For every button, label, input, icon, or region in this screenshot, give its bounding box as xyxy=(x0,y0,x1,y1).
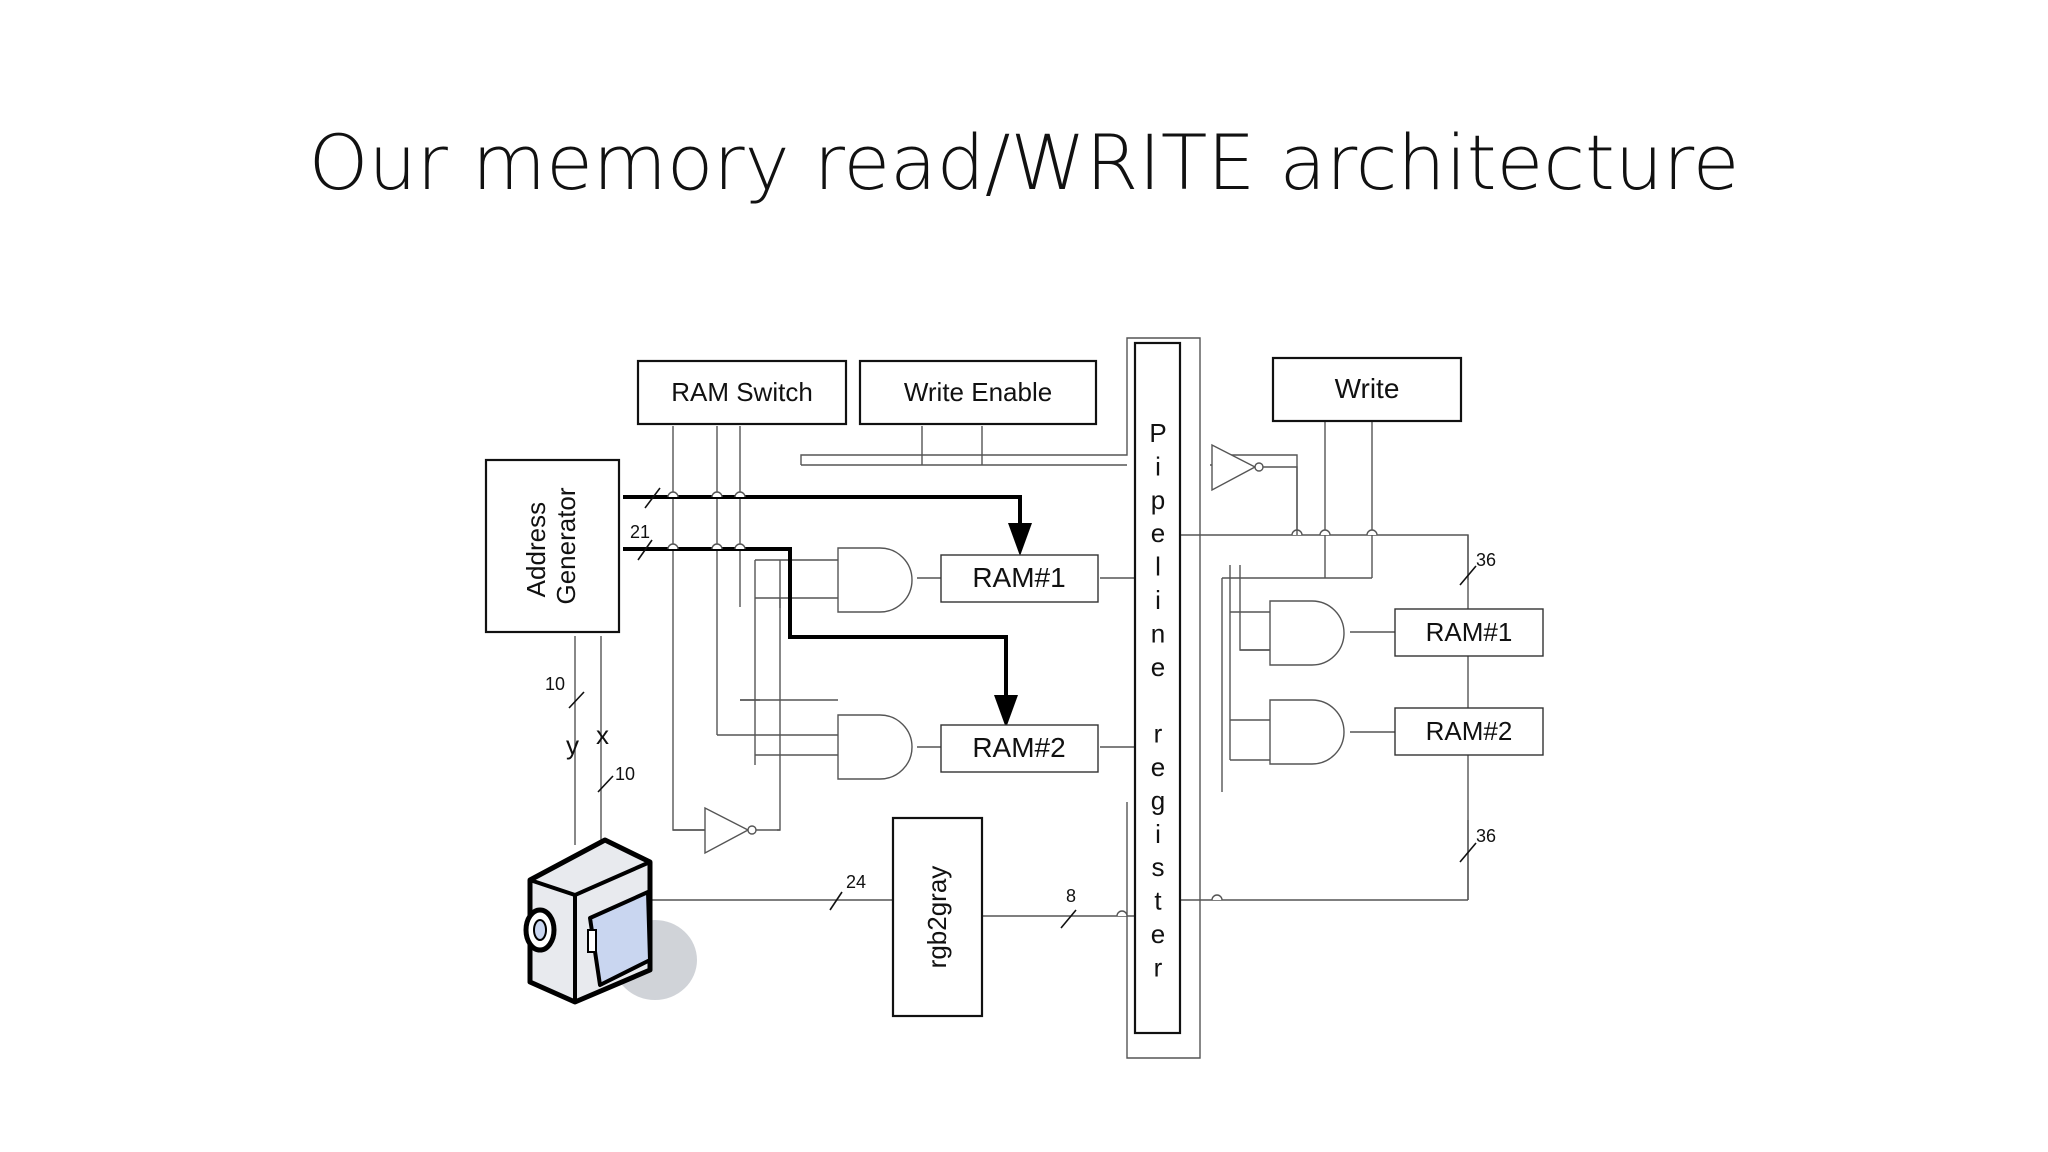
coord-label-x: x xyxy=(596,720,609,750)
and-gate-1 xyxy=(837,547,913,613)
and-gate-4 xyxy=(1269,699,1345,765)
and-gates xyxy=(837,547,1345,780)
write-block: Write xyxy=(1271,356,1463,423)
inverter-bottom xyxy=(704,806,750,855)
write-enable-block: Write Enable xyxy=(858,359,1098,426)
ram2-left-label: RAM#2 xyxy=(972,732,1065,763)
svg-text:Address Generator: Address Generator xyxy=(521,487,581,604)
pipeline-letter: e xyxy=(1151,518,1165,548)
pipeline-letter: n xyxy=(1151,618,1165,648)
rgb2gray-label: rgb2gray xyxy=(922,866,952,969)
ram2-right: RAM#2 xyxy=(1394,707,1544,756)
address-buses xyxy=(623,495,1032,728)
pipeline-letter: r xyxy=(1154,952,1163,982)
pipeline-letter: e xyxy=(1151,919,1165,949)
pipeline-letter: i xyxy=(1155,819,1161,849)
ram1-right-label: RAM#1 xyxy=(1426,617,1513,647)
wire-hops xyxy=(667,491,1378,917)
bus-markers xyxy=(568,487,1477,929)
address-generator-block: Address Generator xyxy=(484,458,621,634)
camera-icon xyxy=(523,837,697,1005)
control-wires xyxy=(574,337,1542,1059)
write-label: Write xyxy=(1335,373,1400,404)
pipeline-letter: l xyxy=(1155,552,1161,582)
ram2-left: RAM#2 xyxy=(940,724,1099,773)
bus-width-data-bottom: 36 xyxy=(1476,826,1496,846)
ram1-left-label: RAM#1 xyxy=(972,562,1065,593)
bus-width-y: 10 xyxy=(545,674,565,694)
pipeline-letter: t xyxy=(1154,886,1162,916)
bus-width-addr: 21 xyxy=(630,522,650,542)
pipeline-letter: r xyxy=(1154,719,1163,749)
bus-width-x: 10 xyxy=(615,764,635,784)
coord-label-y: y xyxy=(566,730,579,760)
pipeline-letter: e xyxy=(1151,752,1165,782)
bus-width-gray: 8 xyxy=(1066,886,1076,906)
pipeline-letter: P xyxy=(1149,418,1166,448)
pipeline-letter: p xyxy=(1151,485,1165,515)
ram-switch-block: RAM Switch xyxy=(636,359,848,426)
bus-width-data-top: 36 xyxy=(1476,550,1496,570)
ram1-right: RAM#1 xyxy=(1394,608,1544,657)
pipeline-letter: e xyxy=(1151,652,1165,682)
pipeline-letter: i xyxy=(1155,585,1161,615)
address-generator-line-1: Address xyxy=(521,502,551,597)
bus-arrow-ram1 xyxy=(1008,523,1032,556)
inverters xyxy=(704,443,1298,855)
bus-width-rgb: 24 xyxy=(846,872,866,892)
ram1-left: RAM#1 xyxy=(940,554,1099,603)
pipeline-letter: g xyxy=(1151,785,1165,815)
address-generator-line-2: Generator xyxy=(551,487,581,604)
ram2-right-label: RAM#2 xyxy=(1426,716,1513,746)
and-gate-2 xyxy=(837,714,913,780)
inverter-top xyxy=(1211,443,1257,492)
slide-title: Our memory read/WRITE architecture xyxy=(308,118,1740,207)
and-gate-3 xyxy=(1269,600,1345,666)
bus-arrow-ram2 xyxy=(994,695,1018,728)
write-enable-label: Write Enable xyxy=(904,377,1052,407)
pipeline-letter: i xyxy=(1155,451,1161,481)
ram-switch-label: RAM Switch xyxy=(671,377,813,407)
rgb2gray-block: rgb2gray xyxy=(891,816,984,1018)
pipeline-letter: s xyxy=(1152,852,1165,882)
